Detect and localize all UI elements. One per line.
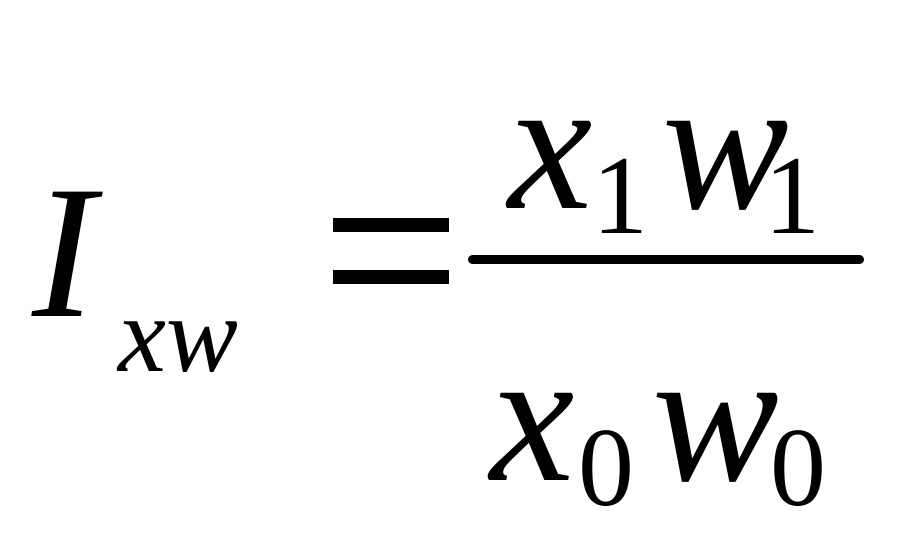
denominator-w-subscript: 0 — [770, 406, 826, 530]
equals-sign-bottom-bar — [333, 270, 449, 284]
denominator-x: x — [490, 312, 575, 522]
numerator-w: w — [662, 40, 789, 250]
denominator-w: w — [652, 312, 779, 522]
numerator-x-subscript: 1 — [592, 134, 648, 258]
numerator-x: x — [508, 40, 593, 250]
equals-sign-top-bar — [333, 218, 449, 232]
numerator-w-subscript: 1 — [764, 134, 820, 258]
lhs-symbol: I — [32, 148, 96, 358]
fraction-bar — [468, 255, 864, 264]
denominator-x-subscript: 0 — [578, 406, 634, 530]
lhs-subscript: xw — [118, 276, 238, 395]
